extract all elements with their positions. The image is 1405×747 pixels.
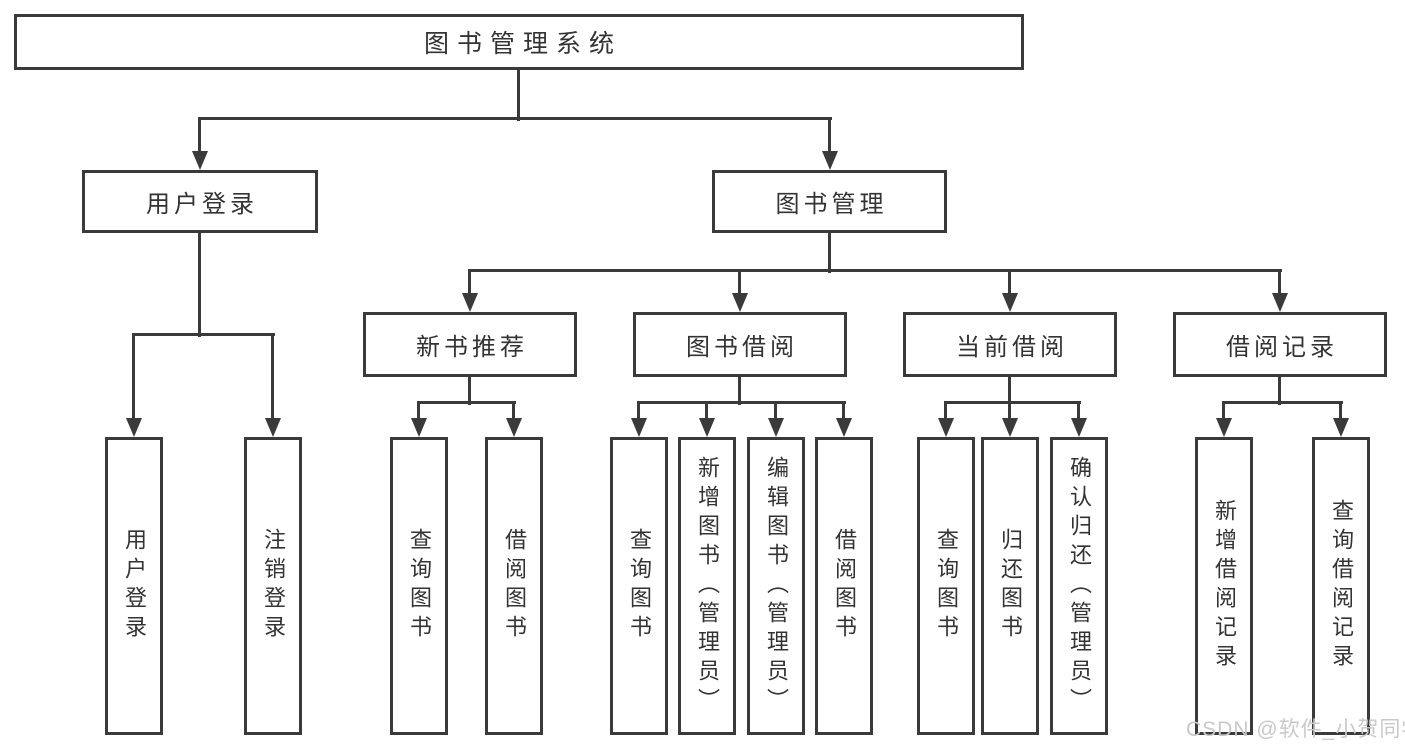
connector-book-borrowing-drop-1	[705, 401, 708, 422]
node-leaf-return-books: 归还图书	[981, 437, 1039, 735]
arrow-down-icon	[699, 418, 715, 437]
arrow-down-icon	[1071, 418, 1087, 437]
arrow-down-icon	[768, 418, 784, 437]
connector-user-login-drop-1	[271, 333, 274, 422]
arrow-down-icon	[938, 418, 954, 437]
node-book-borrowing: 图书借阅	[633, 312, 847, 377]
node-label: 借阅图书	[832, 528, 857, 644]
node-leaf-query-books-3: 查询图书	[917, 437, 975, 735]
arrow-down-icon	[265, 418, 281, 437]
arrow-down-icon	[192, 151, 208, 170]
node-label: 图书借阅	[686, 334, 798, 361]
connector-user-login-drop-0	[132, 333, 135, 422]
connector-borrowing-records-drop-1	[1339, 401, 1342, 422]
node-label: 查询图书	[627, 528, 652, 644]
connector-borrowing-records-bar	[1222, 401, 1343, 404]
connector-book-borrowing-drop-3	[842, 401, 845, 422]
connector-book-borrowing-stem	[738, 377, 741, 405]
node-user-login: 用户登录	[82, 170, 318, 233]
arrow-down-icon	[1002, 293, 1018, 312]
node-label: 编辑图书（管理员）	[764, 455, 789, 717]
connector-root-bar	[198, 117, 832, 120]
connector-user-login-stem	[198, 233, 201, 337]
node-leaf-logout: 注销登录	[244, 437, 302, 735]
node-label: 新增图书（管理员）	[695, 455, 720, 717]
node-label: 新增借阅记录	[1212, 499, 1237, 673]
connector-current-borrowing-bar	[944, 401, 1081, 404]
node-leaf-add-books: 新增图书（管理员）	[678, 437, 736, 735]
connector-new-book-recommend-bar	[417, 401, 516, 404]
connector-book-management-drop-2	[1008, 269, 1011, 297]
connector-root-drop-1	[828, 117, 831, 155]
connector-book-management-drop-1	[738, 269, 741, 297]
node-label: 确认归还（管理员）	[1067, 455, 1092, 717]
connector-book-management-drop-3	[1278, 269, 1281, 297]
arrow-down-icon	[822, 151, 838, 170]
node-label: 查询图书	[407, 528, 432, 644]
node-label: 图书管理	[775, 191, 888, 218]
connector-book-management-drop-0	[468, 269, 471, 297]
node-root: 图书管理系统	[14, 14, 1024, 70]
arrow-down-icon	[631, 418, 647, 437]
arrow-down-icon	[1333, 418, 1349, 437]
connector-current-borrowing-stem	[1008, 377, 1011, 405]
node-label: 借阅记录	[1226, 334, 1338, 361]
connector-current-borrowing-drop-1	[1008, 401, 1011, 422]
connector-borrowing-records-drop-0	[1222, 401, 1225, 422]
node-label: 用户登录	[146, 191, 258, 218]
connector-root-drop-0	[198, 117, 201, 155]
node-leaf-user-login: 用户登录	[105, 437, 163, 735]
connector-book-management-bar	[468, 269, 1282, 272]
node-leaf-query-borrow-record: 查询借阅记录	[1312, 437, 1370, 735]
csdn-watermark: CSDN @软件_小贺同学	[1186, 718, 1405, 741]
connector-user-login-bar	[132, 333, 275, 336]
node-book-management: 图书管理	[712, 170, 947, 233]
node-leaf-edit-books: 编辑图书（管理员）	[747, 437, 805, 735]
connector-book-borrowing-drop-0	[637, 401, 640, 422]
node-leaf-confirm-return: 确认归还（管理员）	[1050, 437, 1108, 735]
node-label: 查询借阅记录	[1329, 499, 1354, 673]
connector-new-book-recommend-drop-1	[512, 401, 515, 422]
arrow-down-icon	[462, 293, 478, 312]
node-leaf-query-books-1: 查询图书	[390, 437, 448, 735]
node-label: 查询图书	[934, 528, 959, 644]
connector-new-book-recommend-drop-0	[417, 401, 420, 422]
arrow-down-icon	[836, 418, 852, 437]
node-new-book-recommend: 新书推荐	[363, 312, 577, 377]
node-leaf-borrow-books-1: 借阅图书	[485, 437, 543, 735]
node-borrowing-records: 借阅记录	[1173, 312, 1387, 377]
connector-book-borrowing-drop-2	[774, 401, 777, 422]
arrow-down-icon	[1002, 418, 1018, 437]
node-label: 归还图书	[998, 528, 1023, 644]
arrow-down-icon	[411, 418, 427, 437]
node-label: 借阅图书	[502, 528, 527, 644]
node-label: 当前借阅	[956, 334, 1068, 361]
connector-borrowing-records-stem	[1278, 377, 1281, 405]
arrow-down-icon	[732, 293, 748, 312]
node-leaf-borrow-books-2: 借阅图书	[815, 437, 873, 735]
arrow-down-icon	[126, 418, 142, 437]
node-label: 新书推荐	[416, 334, 528, 361]
connector-new-book-recommend-stem	[468, 377, 471, 405]
node-leaf-add-borrow-record: 新增借阅记录	[1195, 437, 1253, 735]
node-label: 图书管理系统	[423, 30, 622, 58]
arrow-down-icon	[1272, 293, 1288, 312]
node-label: 用户登录	[122, 528, 147, 644]
connector-book-borrowing-bar	[637, 401, 846, 404]
connector-current-borrowing-drop-2	[1077, 401, 1080, 422]
arrow-down-icon	[1216, 418, 1232, 437]
node-label: 注销登录	[261, 528, 286, 644]
node-leaf-query-books-2: 查询图书	[610, 437, 668, 735]
arrow-down-icon	[506, 418, 522, 437]
connector-book-management-stem	[828, 233, 831, 273]
connector-root-stem	[517, 70, 520, 121]
connector-current-borrowing-drop-0	[944, 401, 947, 422]
node-current-borrowing: 当前借阅	[903, 312, 1117, 377]
